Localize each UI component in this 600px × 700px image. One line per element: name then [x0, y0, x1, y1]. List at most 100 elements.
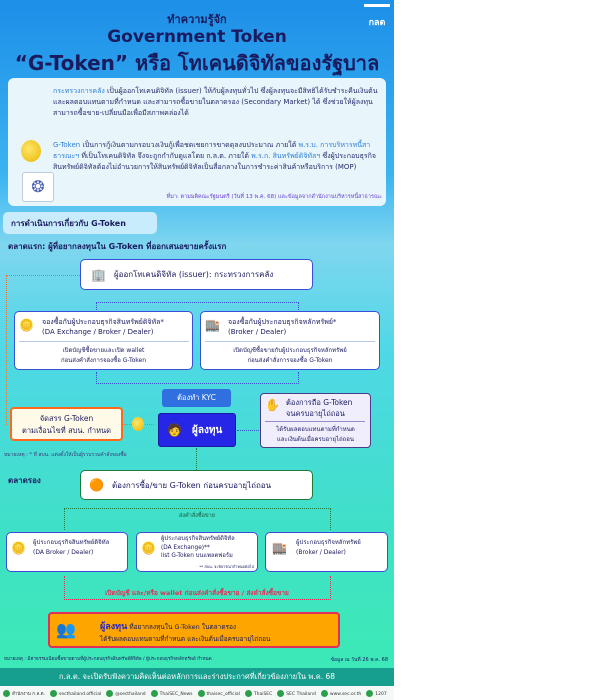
data-date: ข้อมูล ณ วันที่ 26 พ.ค. 68 [330, 657, 388, 663]
info-paragraph-1: กระทรวงการคลัง เป็นผู้ออกโทเคนดิจิทัล (i… [53, 86, 378, 119]
social-item[interactable]: ThaiSEC_News [150, 689, 193, 697]
info-paragraph-2: G-Token เป็นการกู้เงินตามกรอบวงเงินกู้เพ… [53, 140, 378, 173]
building-icon: 🏬 [272, 541, 287, 555]
primary-note: หมายเหตุ : * ที่ สบน. แต่งตั้งให้เป็นผู้… [4, 452, 127, 458]
kyc-label: ต้องทำ KYC [162, 389, 231, 407]
secondary-note: หมายเหตุ : มีค่าธรรมเนียมซื้อขายตามที่ผู… [4, 657, 212, 662]
social-label: www.sec.or.th [329, 691, 362, 697]
title-line1: ทำความรู้จัก [167, 13, 227, 26]
investor-icon: 🧑 [167, 423, 182, 437]
title-line3: “G-Token” หรือ โทเคนดิจิทัลของรัฐบาล [14, 51, 380, 75]
broker-subscribe-box: 🏬 จองซื้อกับผู้ประกอบธุรกิจหลักทรัพย์* (… [200, 311, 380, 370]
social-icon [150, 689, 158, 697]
da-exchange-box: 🪙 ผู้ประกอบธุรกิจสินทรัพย์ดิจิทัล(DA Exc… [136, 532, 258, 572]
text: ที่เป็นโทเคนดิจิทัล จึงจะถูกกำกับดูแลโดย… [79, 152, 252, 160]
investor-box: 🧑 ผู้ลงทุน [158, 413, 236, 447]
highlight: พ.ร.บ. การบริหารหนี้สาธารณะฯ [53, 141, 371, 160]
da-subscribe-box: 🪙 จองซื้อกับผู้ประกอบธุรกิจสินทรัพย์ดิจิ… [14, 311, 193, 370]
order-connector [64, 508, 331, 530]
coin-person-icon: 🪙 [11, 541, 26, 555]
title-line2: Government Token [107, 27, 287, 47]
social-item[interactable]: SEC Thailand [277, 689, 316, 697]
text: ซึ่งผู้ประกอบธุรกิจสินทรัพย์ดิจิทัลต้องไ… [53, 152, 376, 171]
section-tab: การดำเนินการเกี่ยวกับ G-Token [3, 212, 157, 234]
social-label: ThaiSEC_News [159, 691, 193, 697]
allocation-box: จัดสรร G-Token ตามเงื่อนไขที่ สบน. กำหนด [10, 407, 123, 441]
social-label: secthailand.official [59, 691, 102, 697]
allocation-line: จัดสรร G-Token [39, 414, 94, 423]
highlight: G-Token [53, 141, 81, 149]
text: เป็นผู้ออกโทเคนดิจิทัล (issuer) ให้กับผู… [53, 87, 378, 117]
social-item[interactable]: @secthailand [106, 689, 146, 697]
hold-desc: และเงินต้นเมื่อครบอายุไถ่ถอน [277, 436, 354, 443]
social-item[interactable]: secthailand.official [50, 689, 102, 697]
social-icon [277, 689, 285, 697]
coin-icon [132, 417, 144, 431]
social-item[interactable]: www.sec.or.th [320, 689, 362, 697]
hold-arrow [237, 430, 259, 431]
open-connector [64, 576, 331, 600]
social-label: 1207 [375, 691, 387, 697]
coin-person-icon: 🪙 [141, 541, 156, 555]
social-icon [197, 689, 205, 697]
coins-icon: 🟠 [89, 478, 104, 492]
kyc-connector [96, 372, 299, 384]
box-title: จองซื้อกับผู้ประกอบธุรกิจหลักทรัพย์* [228, 318, 337, 326]
box-desc: ก่อนส่งคำสั่งการจองซื้อ G-Token [60, 357, 147, 364]
info-box: ❂ กระทรวงการคลัง เป็นผู้ออกโทเคนดิจิทัล … [8, 78, 386, 206]
social-item[interactable]: thaisec_official [197, 689, 240, 697]
social-item[interactable]: ThaiSEC [244, 689, 273, 697]
da-broker-box: 🪙 ผู้ประกอบธุรกิจสินทรัพย์ดิจิทัล (DA Bro… [6, 532, 128, 572]
divider [205, 341, 375, 342]
hold-title-line: ต้องการถือ G-Token [286, 398, 353, 407]
allocate-connector [6, 275, 82, 425]
social-icon [106, 689, 114, 697]
building-icon: 🏢 [91, 267, 106, 282]
box-desc: เปิดบัญชีซื้อขายและเปิด wallet [62, 347, 145, 354]
social-label: SEC Thailand [286, 691, 316, 697]
box-sub: (Broker / Dealer) [228, 328, 287, 336]
box-line: list G-Token บนแพลตฟอร์ม [161, 553, 233, 559]
social-item[interactable]: 1207 [366, 689, 387, 697]
box-line: ผู้ประกอบธุรกิจหลักทรัพย์ [296, 539, 361, 546]
issuer-box: 🏢 ผู้ออกโทเคนดิจิทัล (issuer): กระทรวงกา… [80, 259, 313, 290]
secondary-heading: ตลาดรอง [8, 476, 41, 485]
investor-text: ที่อยากลงทุนใน G-Token ในตลาดรอง [127, 623, 237, 631]
trade-before-maturity-box: 🟠 ต้องการซื้อ/ขาย G-Token ก่อนครบอายุไถ่… [80, 470, 313, 500]
social-label: @secthailand [115, 691, 146, 697]
investor-label: ผู้ลงทุน [191, 424, 223, 436]
investors-icon: 👥 [56, 620, 76, 639]
divider [265, 421, 365, 422]
social-item[interactable]: สำนักงาน ก.ล.ต. [3, 689, 46, 697]
infographic: ทำความรู้จัก Government Token “G-Token” … [0, 0, 394, 700]
primary-heading: ตลาดแรก: ผู้ที่อยากลงทุนใน G-Token ที่ออ… [8, 242, 227, 251]
highlight: พ.ร.ก. สินทรัพย์ดิจิทัลฯ [251, 152, 321, 160]
social-label: ThaiSEC [253, 691, 273, 697]
hold-desc: ได้รับผลตอบแทนตามที่กำหนด [276, 426, 355, 433]
open-account-label: เปิดบัญชี และ/หรือ wallet ก่อนส่งคำสั่งซ… [105, 589, 289, 597]
secondary-connector [196, 448, 197, 470]
send-order-label: ส่งคำสั่งซื้อขาย [179, 513, 215, 519]
social-label: สำนักงาน ก.ล.ต. [12, 691, 46, 697]
phone-icon [366, 689, 374, 697]
box-line: (DA Exchange)** [161, 544, 210, 551]
coin-icon [21, 140, 41, 162]
secondary-investor-box: 👥 ผู้ลงทุน ที่อยากลงทุนใน G-Token ในตลาด… [48, 612, 340, 648]
box-line: ผู้ประกอบธุรกิจสินทรัพย์ดิจิทัล [33, 539, 110, 546]
social-icon [50, 689, 58, 697]
broker-box: 🏬 ผู้ประกอบธุรกิจหลักทรัพย์(Broker / Dea… [265, 532, 388, 572]
allocation-line: ตามเงื่อนไขที่ สบน. กำหนด [21, 426, 112, 435]
box-desc: เปิดบัญชีซื้อขายกับผู้ประกอบธุรกิจหลักทร… [233, 347, 347, 354]
coin-person-icon: 🪙 [19, 318, 34, 332]
subscribe-connector [96, 302, 299, 312]
building-icon: 🏬 [205, 318, 220, 332]
box-line: (DA Broker / Dealer) [33, 549, 94, 556]
box-sub: (DA Exchange / Broker / Dealer) [42, 328, 154, 336]
ministry-seal-icon: ❂ [22, 172, 54, 202]
social-label: thaisec_official [206, 691, 240, 697]
hand-coin-icon: ✋ [265, 398, 280, 412]
text: เป็นการกู้เงินตามกรอบวงเงินกู้เพื่อชดเชย… [80, 141, 299, 149]
source-note: ที่มา: ตามมติคณะรัฐมนตรี (วันที่ 13 พ.ค.… [166, 194, 382, 200]
